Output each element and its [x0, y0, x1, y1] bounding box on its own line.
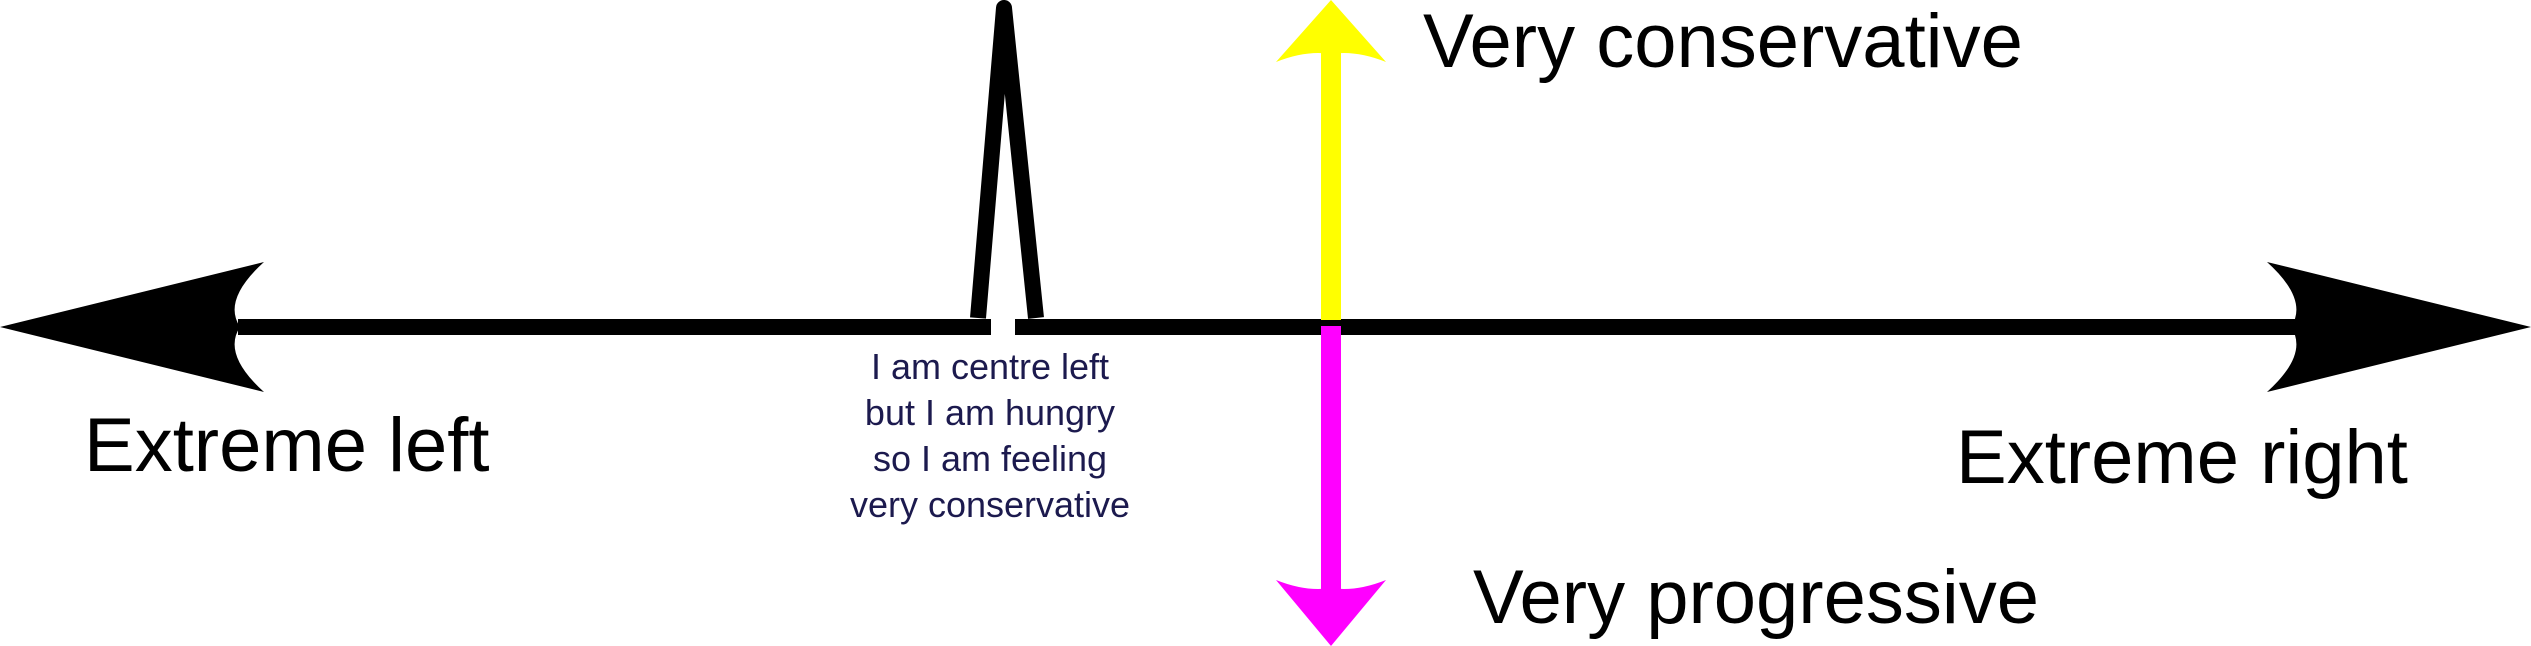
very-conservative-label: Very conservative	[1423, 0, 2023, 84]
right-arrowhead	[2267, 262, 2531, 392]
conservative-arrowhead	[1276, 0, 1386, 62]
annotation-line: but I am hungry	[864, 392, 1116, 433]
left-arrowhead	[0, 262, 264, 392]
position-marker-spike	[970, 0, 1044, 319]
position-annotation: I am centre left but I am hungry so I am…	[800, 344, 1180, 528]
annotation-line: so I am feeling	[872, 438, 1108, 479]
extreme-left-label: Extreme left	[84, 403, 490, 488]
extreme-right-label: Extreme right	[1956, 415, 2408, 500]
spike-base-gap	[991, 316, 1015, 336]
annotation-line: I am centre left	[870, 346, 1110, 387]
very-progressive-label: Very progressive	[1473, 555, 2040, 640]
progressive-arrowhead	[1276, 580, 1386, 646]
annotation-line: very conservative	[849, 484, 1131, 525]
